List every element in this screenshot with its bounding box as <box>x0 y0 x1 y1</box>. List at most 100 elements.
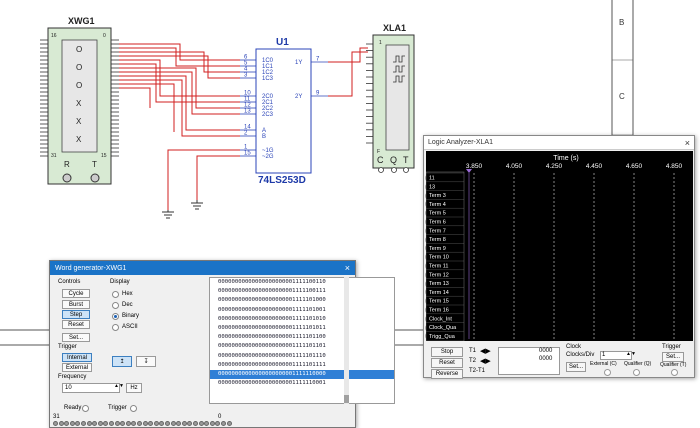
mux-pin-name: 1Y <box>295 60 302 66</box>
bit-indicator <box>114 421 120 426</box>
frequency-unit-select[interactable]: Hz <box>126 383 142 393</box>
channel-label: Term 3 <box>429 193 446 199</box>
mux-pin-number: 2 <box>244 131 248 137</box>
word-generator-window[interactable]: Word generator-XWG1 × Controls Cycle Bur… <box>49 260 395 428</box>
word-list[interactable]: 00000000000000000000001111100110 00000000… <box>209 277 395 404</box>
cycle-button[interactable]: Cycle <box>62 289 90 298</box>
qualifier-q-radio[interactable] <box>633 369 640 376</box>
bit-indicator <box>97 421 103 426</box>
ground-icon <box>162 210 174 219</box>
external-trigger-button[interactable]: External <box>62 363 92 372</box>
step-button[interactable]: Step <box>62 310 90 319</box>
clock-set-button[interactable]: Set... <box>566 362 586 372</box>
bit-indicator <box>131 421 137 426</box>
word-row[interactable]: 00000000000000000000001111100110 <box>218 279 326 285</box>
wg-title: Word generator-XWG1 <box>55 264 127 272</box>
channel-label: 13 <box>429 184 435 190</box>
sheet-label-b: B <box>619 18 624 27</box>
clocks-div-input[interactable] <box>600 351 632 360</box>
trigger-group-title: Trigger <box>662 344 681 350</box>
internal-trigger-button[interactable]: Internal <box>62 353 92 362</box>
ascii-radio[interactable] <box>112 324 119 331</box>
word-row[interactable]: 00000000000000000000001111101010 <box>218 315 326 322</box>
channel-label: Term 4 <box>429 202 446 208</box>
trigger-title: Trigger <box>58 344 77 350</box>
ground-icon <box>191 200 203 210</box>
arrows-icon[interactable]: ◀▶ <box>480 358 491 365</box>
external-c-label: External (C) <box>590 361 617 367</box>
word-row[interactable]: 00000000000000000000001111101111 <box>218 361 326 368</box>
scrollbar-thumb[interactable] <box>344 395 349 403</box>
mux-pin-number: 7 <box>316 57 320 63</box>
svg-text:31: 31 <box>51 153 57 159</box>
spinner-icon[interactable]: ▲▼ <box>114 383 124 389</box>
falling-edge-button[interactable]: ↧ <box>136 356 156 367</box>
trigger-set-button[interactable]: Set... <box>662 352 684 362</box>
bit-indicator <box>64 421 70 426</box>
dec-radio[interactable] <box>112 302 119 309</box>
time-tick-label: 4.050 <box>506 163 523 170</box>
bit-0-label: 0 <box>218 414 222 420</box>
word-list-scrollbar[interactable] <box>344 277 349 404</box>
mux-pin-name: 1C3 <box>262 76 274 82</box>
bit-indicator <box>75 421 81 426</box>
la-titlebar[interactable]: Logic Analyzer-XLA1 × <box>424 136 694 150</box>
mux-pin-name: 1C1 <box>262 64 274 70</box>
channel-label: Term 5 <box>429 211 446 217</box>
arrows-icon[interactable]: ◀▶ <box>480 348 491 355</box>
bit-indicator <box>103 421 109 426</box>
time-tick-label: 4.450 <box>586 163 603 170</box>
svg-text:T: T <box>403 155 409 165</box>
external-c-radio[interactable] <box>604 369 611 376</box>
waveform-icon <box>393 65 405 73</box>
channel-label: Term 8 <box>429 237 446 243</box>
reverse-button[interactable]: Reverse <box>431 369 463 379</box>
word-row[interactable]: 00000000000000000000001111101000 <box>218 297 326 304</box>
rising-edge-button[interactable]: ↥ <box>112 356 132 367</box>
word-row[interactable]: 00000000000000000000001111101110 <box>218 352 326 359</box>
stop-button[interactable]: Stop <box>431 347 463 357</box>
word-gen-mark: O <box>76 63 82 72</box>
close-icon[interactable]: × <box>684 137 690 148</box>
reset-button[interactable]: Reset <box>431 358 463 368</box>
mux-pin-number: 3 <box>244 73 248 79</box>
set-button[interactable]: Set... <box>62 333 90 342</box>
wg-titlebar[interactable]: Word generator-XWG1 × <box>50 261 355 275</box>
channel-label: Term 16 <box>429 308 449 314</box>
mux-pin-number: 14 <box>244 125 251 131</box>
svg-text:F: F <box>377 149 380 155</box>
mux-pin-name: 2Y <box>295 94 302 100</box>
bit-indicator <box>86 421 92 426</box>
binary-radio[interactable] <box>112 313 119 320</box>
word-row[interactable]: 00000000000000000000001111110001 <box>218 380 326 387</box>
word-gen-terminal-t <box>90 173 100 183</box>
word-row[interactable]: 00000000000000000000001111100111 <box>218 288 326 295</box>
bit-indicator <box>193 421 198 426</box>
word-row[interactable]: 00000000000000000000001111101101 <box>218 343 326 350</box>
word-gen-mark: X <box>76 117 82 126</box>
burst-button[interactable]: Burst <box>62 300 90 309</box>
mux-pin-number: 4 <box>244 67 248 73</box>
close-icon[interactable]: × <box>344 263 350 273</box>
ready-indicator <box>82 405 89 412</box>
word-row[interactable]: 00000000000000000000001111101001 <box>218 306 326 313</box>
mux-pin-name: 1C2 <box>262 70 274 76</box>
qualifier-t-radio[interactable] <box>671 369 678 376</box>
mux-pin-number: 11 <box>244 97 251 103</box>
word-row[interactable]: 00000000000000000000001111101011 <box>218 324 326 331</box>
word-row[interactable]: 00000000000000000000001111101100 <box>218 334 326 341</box>
t1-value: 0000 <box>539 348 553 354</box>
la-title: Logic Analyzer-XLA1 <box>428 139 493 146</box>
channel-label: Term 13 <box>429 281 449 287</box>
spinner-icon[interactable]: ▲▼ <box>626 351 636 357</box>
hex-radio[interactable] <box>112 291 119 298</box>
mux-pin-name: 1C0 <box>262 58 274 64</box>
word-row[interactable]: 00000000000000000000001111110000 <box>210 369 394 380</box>
frequency-input[interactable]: 10 <box>62 383 120 393</box>
controls-title: Controls <box>58 279 81 285</box>
reset-button[interactable]: Reset <box>62 320 90 329</box>
